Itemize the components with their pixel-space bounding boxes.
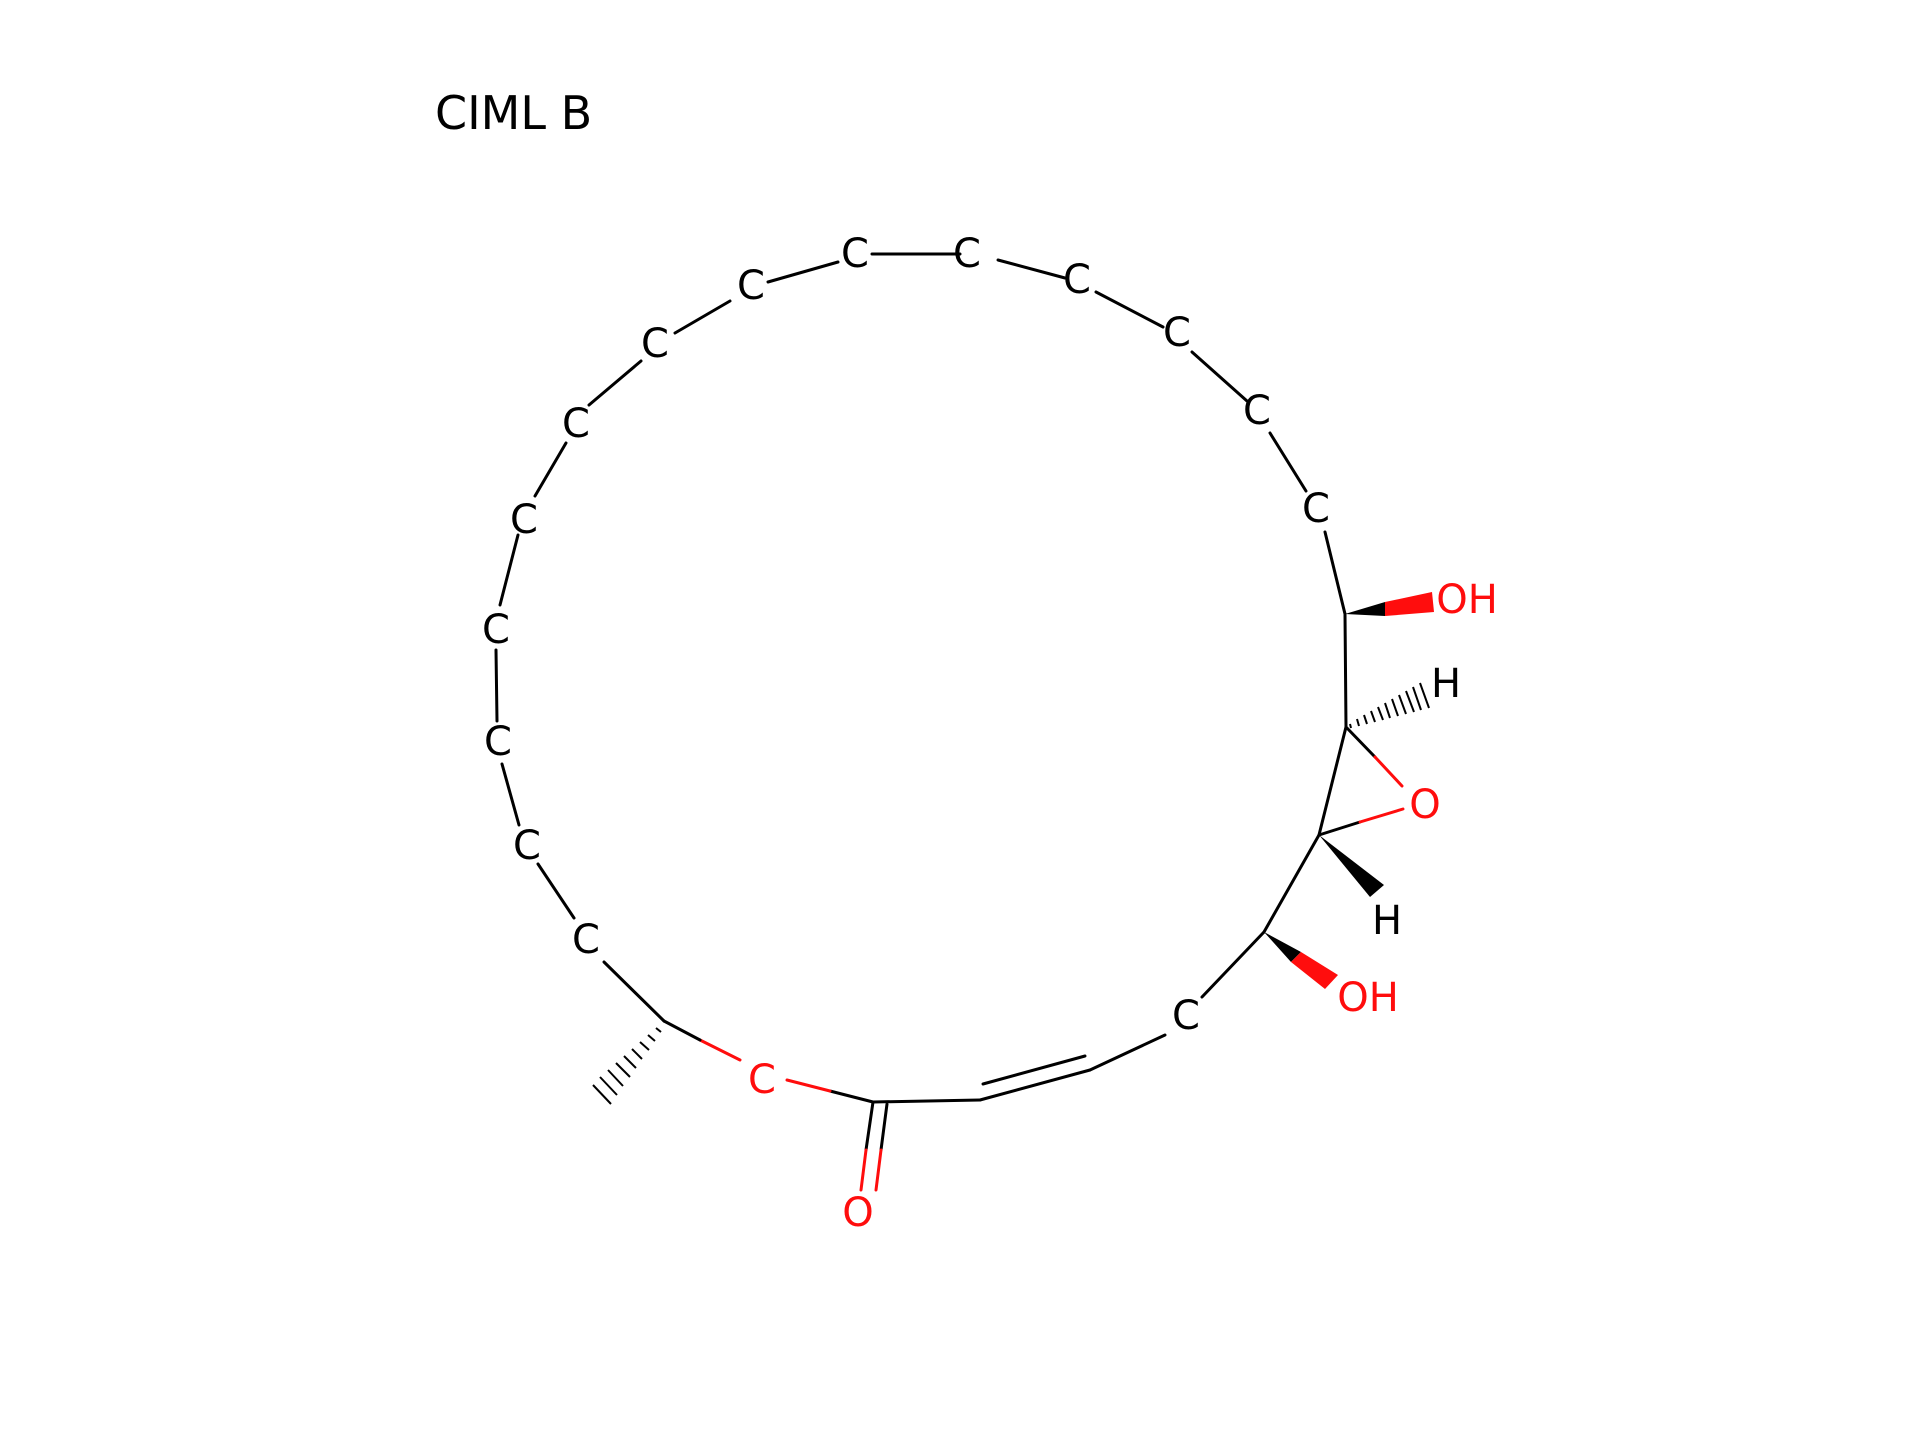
atom-labels: C C C C C C C C C C C C C C C C C OH H O… <box>482 231 1498 1236</box>
bonds <box>494 252 1405 1192</box>
wedge-bond <box>1319 835 1384 897</box>
atom-carbon: C <box>572 917 600 963</box>
bond <box>1373 755 1404 788</box>
wedge-bond <box>1264 932 1301 962</box>
bond <box>864 1100 875 1152</box>
wedge-bond <box>1385 592 1434 616</box>
wedge-bond <box>1291 952 1338 989</box>
bond <box>1358 807 1405 824</box>
atom-hydrogen: H <box>1372 898 1402 944</box>
bond <box>996 258 1067 280</box>
bond <box>1190 350 1249 403</box>
atom-hydroxyl: OH <box>1337 975 1399 1021</box>
atom-carbon: C <box>513 823 541 869</box>
atom-hydrogen: H <box>1431 661 1461 707</box>
bond <box>879 1102 889 1152</box>
bond <box>1323 530 1347 616</box>
atom-carbon: C <box>737 263 765 309</box>
atom-carbon: C <box>562 401 590 447</box>
bond <box>1262 833 1321 934</box>
bond <box>1317 820 1362 837</box>
stereo-bonds <box>592 592 1434 1105</box>
bond <box>828 1089 875 1104</box>
bond <box>498 533 520 607</box>
atom-carbon: C <box>641 321 669 367</box>
atom-carbon: C <box>482 607 510 653</box>
atom-oxygen: O <box>842 1190 873 1236</box>
hash-bond <box>592 1020 668 1105</box>
bond <box>1088 1033 1167 1072</box>
molecule-title: CIML B <box>435 86 593 140</box>
bond <box>978 1068 1092 1102</box>
atom-carbon: C <box>748 1057 776 1103</box>
bond <box>981 1054 1087 1086</box>
bond <box>1200 930 1266 999</box>
bond <box>1268 431 1308 493</box>
atom-carbon: C <box>1172 993 1200 1039</box>
atom-carbon: C <box>484 719 512 765</box>
hash-bond <box>1349 682 1430 729</box>
bond <box>587 359 643 407</box>
atom-carbon: C <box>510 497 538 543</box>
wedge-bond <box>1345 602 1385 616</box>
bond <box>1344 725 1377 759</box>
atom-carbon: C <box>1063 257 1091 303</box>
bond <box>766 260 840 284</box>
atom-carbon: C <box>1243 388 1271 434</box>
atom-oxygen: O <box>1409 782 1440 828</box>
atom-carbon: C <box>1302 486 1330 532</box>
bond <box>871 1098 982 1104</box>
bond <box>536 862 576 920</box>
bond <box>673 299 732 335</box>
bond <box>494 648 499 723</box>
bond <box>500 762 521 827</box>
bond <box>1317 725 1348 837</box>
bond <box>859 1148 868 1192</box>
atom-carbon: C <box>953 231 981 277</box>
bond <box>533 441 568 498</box>
bond <box>874 1148 883 1192</box>
bond <box>1094 290 1165 329</box>
atom-carbon: C <box>841 231 869 277</box>
bond <box>785 1078 832 1093</box>
bond <box>698 1038 742 1062</box>
atom-carbon: C <box>1163 310 1191 356</box>
bond <box>662 1019 702 1042</box>
bond <box>1343 612 1348 729</box>
bond <box>602 960 666 1023</box>
atom-hydroxyl: OH <box>1436 577 1498 623</box>
